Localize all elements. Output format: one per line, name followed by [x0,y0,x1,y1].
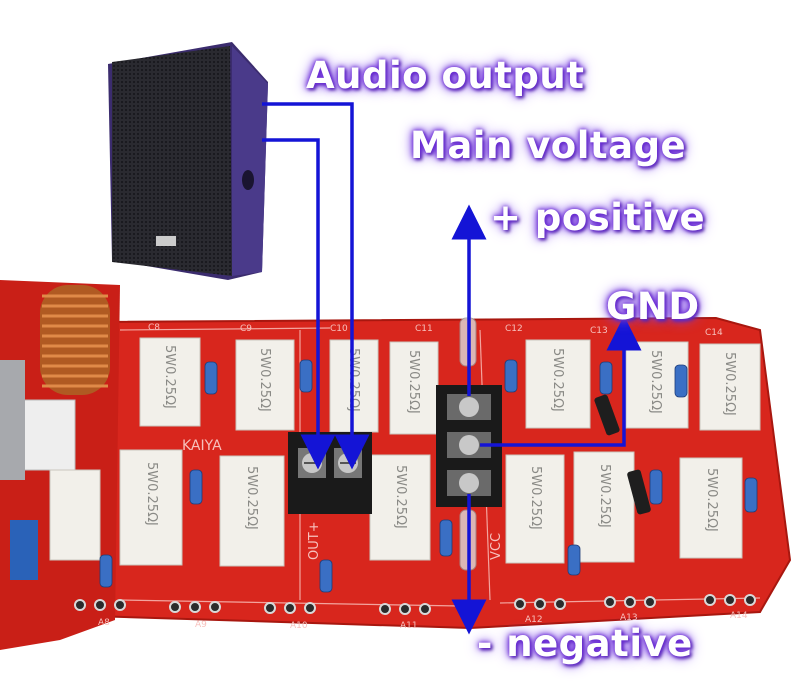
resistor [139,337,201,427]
resistor [49,469,101,561]
resistor [235,339,295,431]
resistor [329,339,379,433]
positive-label: + positive [490,196,706,239]
resistor-marking: 5W0.25ΩJ [597,464,612,528]
negative-label: - negative [477,622,693,665]
label-c9: C9 [240,324,252,334]
label-c12: C12 [505,324,523,334]
audio-output-label: Audio output [306,54,585,97]
label-c11: C11 [415,324,433,334]
board-text: C8 C9 C10 C11 C12 C13 C14 A8 A9 A10 A11 … [98,323,748,631]
label-a11: A11 [400,621,418,631]
label-c8: C8 [148,323,160,333]
diodes [594,394,651,515]
label-brand: KAIYA [182,438,222,454]
resistor [389,341,439,435]
resistor [525,339,591,429]
output-terminal-block [288,432,372,514]
pcb-connector [19,399,76,471]
label-a13: A13 [620,613,638,623]
solder-pads [74,594,756,615]
audio-wire-negative [262,138,336,470]
resistor-marking: 5W0.25ΩJ [393,465,408,529]
resistor-marking: 5W0.25ΩJ [406,350,421,414]
label-a10: A10 [290,621,308,631]
resistor-marking: 5W0.25ΩJ [162,345,177,409]
resistor [573,451,635,563]
audio-wire-positive [262,102,370,470]
resistor [369,454,431,561]
wiring-arrows [262,102,642,635]
gnd-label: GND [606,285,700,328]
label-c13: C13 [590,326,608,336]
main-voltage-label: Main voltage [410,124,687,167]
resistor-marking: 5W0.25ΩJ [528,466,543,530]
power-terminal-block [436,385,502,507]
power-resistors [49,337,761,567]
resistor [505,454,565,564]
small-capacitor [10,520,38,580]
resistor [219,455,285,567]
label-c10: C10 [330,324,348,334]
resistor-marking: 5W0.25ΩJ [257,348,272,412]
label-a9: A9 [195,620,207,630]
resistor-marking: 5W0.25ΩJ [550,348,565,412]
heatsink [0,360,25,480]
resistor-marking: 5W0.25ΩJ [144,462,159,526]
label-out-plus: OUT+ [307,521,322,560]
resistor-marking: 5W0.25ΩJ [722,352,737,416]
label-c14: C14 [705,328,723,338]
resistor-marking: 5W0.25ΩJ [648,350,663,414]
resistor-marking: 5W0.25ΩJ [244,466,259,530]
label-a12: A12 [525,615,543,625]
speaker [108,42,268,280]
label-vcc: VCC [489,533,504,560]
resistor-marking: 5W0.25ΩJ [704,468,719,532]
label-a14: A14 [730,611,748,621]
small-resistors [99,359,758,593]
resistor [699,343,761,431]
resistor [119,449,183,566]
resistor [679,457,743,559]
label-a8: A8 [98,618,110,628]
inductor-coil [40,285,110,395]
gnd-arrow [480,315,642,447]
